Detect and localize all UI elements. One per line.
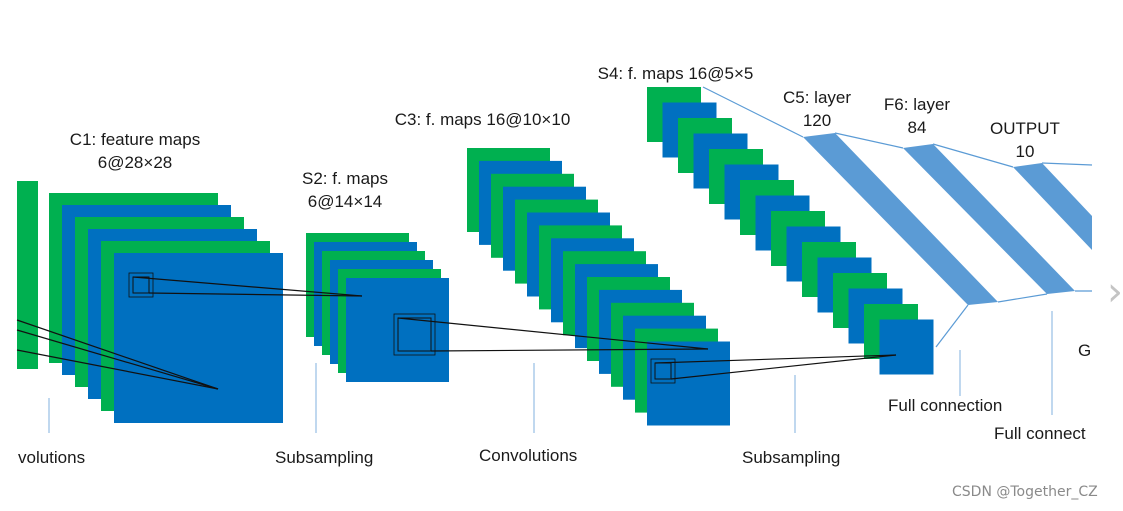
connection-outline-6 (997, 293, 1048, 303)
c1-title: C1: feature maps (69, 130, 201, 149)
c5-size: 120 (802, 111, 832, 130)
output-title: OUTPUT (990, 119, 1060, 138)
f6-size: 84 (907, 118, 927, 137)
output-label: OUTPUT 10 (980, 117, 1070, 163)
s2-title: S2: f. maps (302, 169, 388, 188)
f6-title: F6: layer (883, 95, 951, 114)
c1-label: C1: feature maps 6@28×28 (60, 128, 210, 174)
connection-outline-3 (932, 143, 1014, 168)
f6-label: F6: layer 84 (872, 93, 962, 139)
c1-size: 6@28×28 (97, 153, 173, 172)
s2-size: 6@14×14 (307, 192, 383, 211)
op-convolutions-2: Convolutions (479, 446, 578, 465)
input-image (17, 181, 38, 369)
op-gaussian: G (1078, 341, 1092, 360)
projection-line-6 (397, 317, 709, 350)
projection-line-8 (654, 354, 897, 364)
watermark: CSDN @Together_CZ (952, 484, 1098, 500)
projection-line-9 (670, 354, 897, 380)
s2-receptive-field-outer (393, 313, 436, 356)
s4-title: S4: f. maps 16@5×5 (597, 64, 754, 83)
connection-outline-2 (834, 132, 904, 149)
s4-map-16 (879, 319, 934, 375)
c5-title: C5: layer (782, 88, 852, 107)
f6-layer (903, 144, 1075, 294)
s4-label: S4: f. maps 16@5×5 (588, 62, 763, 85)
connection-outline-5 (935, 304, 969, 348)
s2-receptive-field (397, 317, 432, 352)
c1-map-6 (114, 253, 283, 423)
s2-label: S2: f. maps 6@14×14 (290, 167, 400, 213)
projection-line-7 (430, 348, 709, 352)
c3-receptive-field-outer (650, 358, 676, 384)
projection-line-5 (148, 292, 363, 297)
projection-line-4 (132, 276, 363, 297)
chevron-right-icon[interactable]: › (1107, 269, 1123, 315)
output-layer (1013, 163, 1092, 250)
op-full-connection-2: Full connect (994, 424, 1086, 443)
projection-line-2 (16, 349, 219, 390)
output-size: 10 (1015, 142, 1035, 161)
c3-title: C3: f. maps 16@10×10 (394, 110, 571, 129)
op-convolutions-1: volutions (18, 448, 86, 467)
c1-receptive-field-outer (128, 272, 154, 298)
c1-receptive-field (132, 276, 150, 294)
c3-label: C3: f. maps 16@10×10 (385, 108, 580, 131)
op-full-connection-1: Full connection (888, 396, 1003, 415)
op-subsampling-1: Subsampling (275, 448, 374, 467)
projection-line-1 (16, 319, 219, 390)
c3-map-16 (647, 341, 730, 426)
c5-layer (803, 133, 998, 305)
op-subsampling-2: Subsampling (742, 448, 841, 467)
c5-label: C5: layer 120 (772, 86, 862, 132)
connection-outline-4 (1041, 162, 1093, 166)
connection-outline-1 (702, 86, 804, 138)
projection-line-3 (16, 329, 219, 390)
